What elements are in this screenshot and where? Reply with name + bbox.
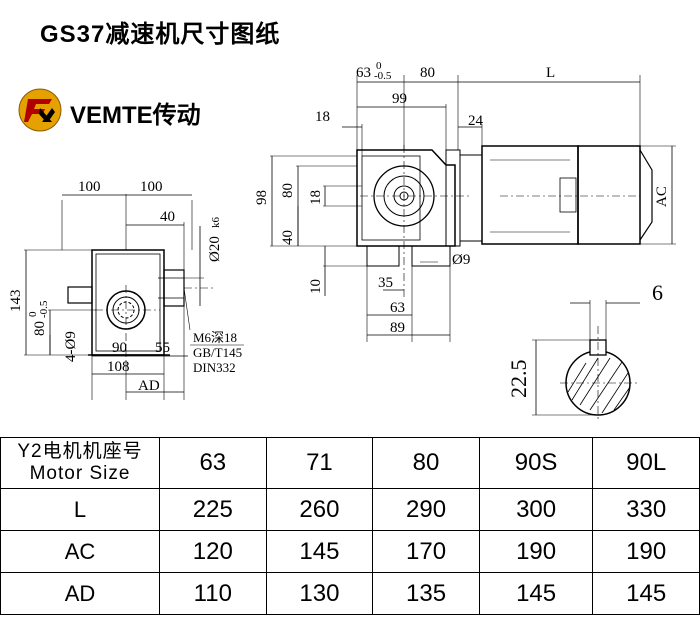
size-header: 80 bbox=[372, 437, 480, 489]
corner-label-cn: Y2电机机座号 bbox=[17, 441, 143, 462]
dimension-table: Y2电机机座号 Motor Size 63 71 80 90S 90L L 22… bbox=[0, 437, 700, 615]
front-dim-4-9: 4-Ø9 bbox=[63, 331, 79, 362]
brand-name: VEMTE传动 bbox=[70, 102, 201, 129]
key-dim-6: 6 bbox=[652, 280, 663, 305]
side-dim-99: 99 bbox=[392, 91, 407, 107]
brand-logo bbox=[18, 88, 62, 132]
side-dim-40: 40 bbox=[280, 230, 296, 245]
size-header: 63 bbox=[159, 437, 267, 489]
row-label: AC bbox=[0, 530, 160, 573]
table-cell: 145 bbox=[265, 530, 374, 573]
table-cell: 135 bbox=[372, 572, 480, 615]
side-dim-18b: 18 bbox=[308, 190, 324, 205]
note-line-2: GB/T145 bbox=[193, 345, 242, 360]
side-dim-89: 89 bbox=[390, 320, 405, 336]
side-dim-35: 35 bbox=[378, 275, 393, 291]
key-dim-22-5: 22.5 bbox=[506, 360, 531, 399]
corner-label-en: Motor Size bbox=[29, 463, 131, 484]
side-dim-63-tol-top: 0 bbox=[376, 60, 382, 72]
table-cell: 130 bbox=[265, 572, 374, 615]
front-dim-shaft: Ø20 bbox=[207, 236, 223, 262]
size-header: 90S bbox=[478, 437, 594, 489]
table-cell: 190 bbox=[592, 530, 700, 573]
side-dim-80v: 80 bbox=[280, 183, 296, 198]
table-cell: 170 bbox=[372, 530, 480, 573]
size-header: 90L bbox=[592, 437, 700, 489]
side-view bbox=[270, 75, 676, 342]
side-dim-18a: 18 bbox=[315, 109, 330, 125]
table-row: AC 120 145 170 190 190 bbox=[0, 530, 700, 573]
size-header: 71 bbox=[265, 437, 374, 489]
table-cell: 145 bbox=[592, 572, 700, 615]
table-cell: 190 bbox=[478, 530, 594, 573]
table-cell: 120 bbox=[159, 530, 267, 573]
row-label: L bbox=[0, 488, 160, 531]
front-view bbox=[24, 194, 244, 400]
side-dim-63-tol-bot: -0.5 bbox=[374, 70, 392, 82]
front-dim-ad: AD bbox=[138, 378, 160, 394]
front-dim-100a: 100 bbox=[78, 179, 101, 195]
note-line-1: M6深18 bbox=[193, 330, 237, 345]
table-header-row: Y2电机机座号 Motor Size 63 71 80 90S 90L bbox=[0, 437, 700, 489]
table-cell: 290 bbox=[372, 488, 480, 531]
table-cell: 260 bbox=[265, 488, 374, 531]
front-dim-100b: 100 bbox=[140, 179, 163, 195]
front-dim-55: 55 bbox=[155, 340, 170, 356]
table-row: AD 110 130 135 145 145 bbox=[0, 572, 700, 615]
side-dim-80: 80 bbox=[420, 65, 435, 81]
front-dim-90: 90 bbox=[112, 340, 127, 356]
table-row: L 225 260 290 300 330 bbox=[0, 488, 700, 531]
front-dim-143: 143 bbox=[8, 290, 24, 313]
front-dim-80-tol-top: 0 bbox=[27, 311, 39, 317]
table-cell: 225 bbox=[159, 488, 267, 531]
front-dim-80-tol-bot: -0.5 bbox=[38, 300, 50, 318]
front-dim-40: 40 bbox=[160, 209, 175, 225]
technical-drawing: 100 100 40 Ø20 k6 143 80 0 -0.5 4-Ø9 90 … bbox=[8, 60, 676, 420]
shaft-key-section bbox=[532, 300, 640, 420]
row-label: AD bbox=[0, 572, 160, 615]
side-dim-10: 10 bbox=[308, 279, 324, 294]
table-cell: 145 bbox=[478, 572, 594, 615]
side-dim-63b: 63 bbox=[390, 300, 405, 316]
table-cell: 330 bbox=[592, 488, 700, 531]
front-dim-shaft-tol: k6 bbox=[210, 217, 222, 229]
front-dim-80: 80 bbox=[32, 321, 48, 336]
side-dim-63: 63 bbox=[356, 65, 371, 81]
side-dim-ac: AC bbox=[654, 186, 670, 207]
page-title: GS37减速机尺寸图纸 bbox=[40, 21, 281, 48]
side-dim-l: L bbox=[546, 65, 555, 81]
side-dim-24: 24 bbox=[468, 113, 484, 129]
front-dim-108: 108 bbox=[107, 359, 130, 375]
table-cell: 300 bbox=[478, 488, 594, 531]
table-corner-cell: Y2电机机座号 Motor Size bbox=[0, 437, 160, 489]
note-line-3: DIN332 bbox=[193, 360, 236, 375]
side-dim-98: 98 bbox=[254, 190, 270, 205]
table-cell: 110 bbox=[159, 572, 267, 615]
side-dim-9: Ø9 bbox=[452, 252, 470, 268]
